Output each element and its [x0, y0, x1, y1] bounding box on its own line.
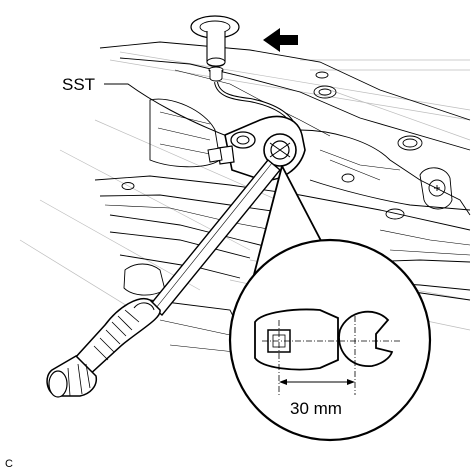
corner-code: C	[5, 458, 13, 470]
brake-line	[214, 81, 298, 131]
dimension-arrow-left	[279, 379, 287, 385]
sst-leader-line	[104, 83, 233, 139]
drain-plug	[190, 15, 240, 82]
detail-magnified-view	[228, 238, 432, 442]
direction-arrow-icon	[263, 28, 298, 52]
dimension-arrow-right	[347, 379, 355, 385]
sst-label: SST	[62, 75, 95, 94]
sst-flare-nut-wrench	[207, 115, 306, 181]
torque-wrench	[46, 159, 281, 398]
dimension-label: 30 mm	[290, 399, 342, 418]
